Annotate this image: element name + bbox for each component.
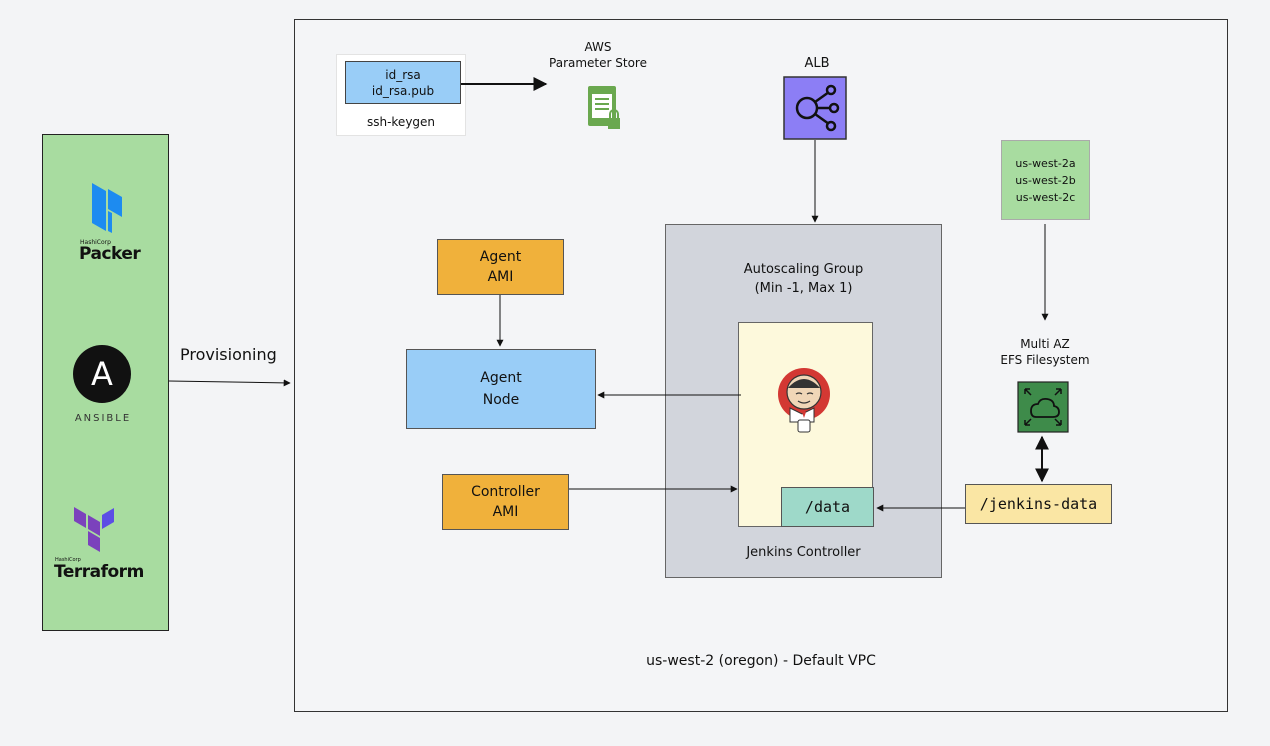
agent-node-line2: Node	[482, 392, 520, 408]
ssh-keys-box: id_rsa id_rsa.pub	[345, 61, 461, 104]
provisioning-label: Provisioning	[180, 345, 277, 364]
ansible-glyph: A	[91, 355, 113, 393]
parameter-store-line2: Parameter Store	[549, 56, 647, 70]
provisioning-arrow	[168, 379, 291, 387]
controller-ami-line2: AMI	[492, 504, 519, 520]
efs-label: Multi AZ EFS Filesystem	[990, 336, 1100, 368]
ansible-icon: A	[73, 345, 131, 403]
efs-line2: EFS Filesystem	[1000, 353, 1090, 367]
jenkins-data-volume: /jenkins-data	[965, 484, 1112, 524]
parameter-store-icon	[588, 86, 620, 129]
alb-icon[interactable]	[783, 76, 847, 140]
packer-icon	[92, 183, 122, 233]
tools-panel: HashiCorp Packer A ANSIBLE HashiCorp Ter…	[42, 134, 169, 631]
efs-icon	[1017, 381, 1069, 433]
key-private: id_rsa	[385, 67, 421, 82]
ansible-name: ANSIBLE	[74, 413, 132, 424]
agent-node-box: Agent Node	[406, 349, 596, 429]
controller-ami-box: Controller AMI	[442, 474, 569, 530]
terraform-brand: HashiCorp	[55, 557, 81, 563]
asg-line1: Autoscaling Group	[743, 262, 864, 277]
ssh-keygen-label: ssh-keygen	[366, 115, 436, 129]
ansible-logo: A ANSIBLE	[43, 345, 170, 425]
jenkins-controller-label: Jenkins Controller	[746, 545, 861, 560]
key-public: id_rsa.pub	[371, 83, 435, 98]
asg-line2: (Min -1, Max 1)	[754, 281, 853, 296]
controller-ami-line1: Controller	[471, 484, 540, 500]
autoscaling-group-label: Autoscaling Group (Min -1, Max 1)	[665, 260, 942, 298]
alb-label: ALB	[804, 56, 830, 71]
packer-logo: HashiCorp Packer	[43, 179, 170, 269]
availability-zones-box: us-west-2a us-west-2b us-west-2c	[1001, 140, 1090, 220]
terraform-icon	[74, 507, 114, 552]
packer-name: Packer	[79, 244, 141, 264]
agent-ami-line2: AMI	[487, 269, 514, 285]
packer-brand: HashiCorp	[80, 239, 111, 246]
terraform-name: Terraform	[54, 562, 144, 582]
data-mount: /data	[781, 487, 874, 527]
agent-ami-line1: Agent	[479, 249, 522, 265]
parameter-store-line1: AWS	[584, 40, 612, 54]
agent-ami-box: Agent AMI	[437, 239, 564, 295]
parameter-store-label: AWS Parameter Store	[548, 39, 648, 71]
data-mount-label: /data	[804, 498, 851, 516]
vpc-label: us-west-2 (oregon) - Default VPC	[646, 653, 876, 669]
zone-b: us-west-2b	[1015, 173, 1076, 187]
zone-a: us-west-2a	[1015, 156, 1076, 170]
terraform-logo: HashiCorp Terraform	[43, 505, 170, 585]
jenkins-icon	[778, 368, 830, 433]
zone-c: us-west-2c	[1015, 190, 1076, 204]
efs-line1: Multi AZ	[1020, 337, 1070, 351]
agent-node-line1: Agent	[480, 370, 522, 386]
jenkins-data-label: /jenkins-data	[979, 495, 1098, 513]
